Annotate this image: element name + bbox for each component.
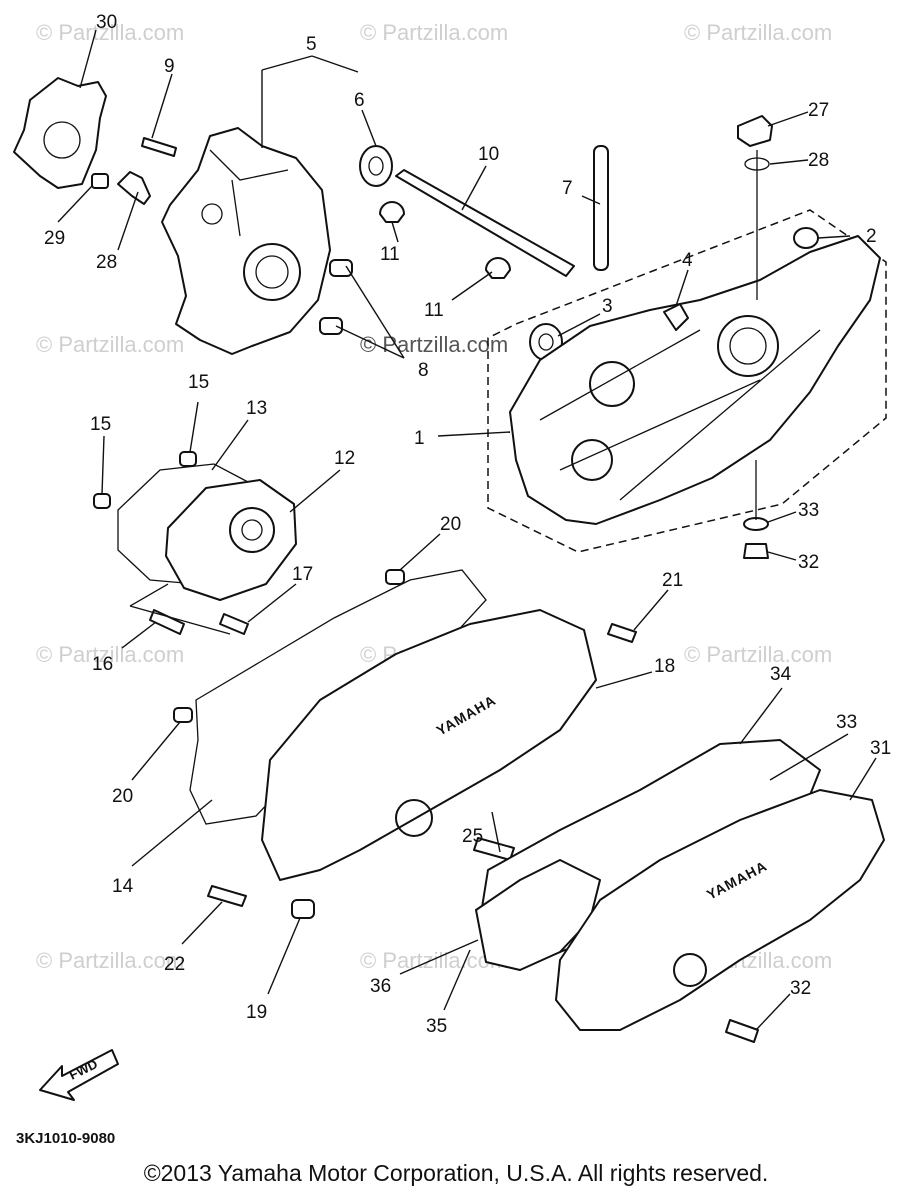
part-9-bolt [141,137,177,157]
part-18-crankcase-cover [261,609,597,881]
callout-8: 8 [418,360,429,381]
callout-6: 6 [354,90,365,111]
watermark: © Partzilla.com [684,642,832,667]
callout-labels: 30 9 5 6 10 7 11 11 8 1 2 4 3 27 28 33 3… [44,12,891,1037]
part-30-hole [43,121,81,159]
part-16-17-bracket-lines [129,583,231,635]
callout-9: 9 [164,56,175,77]
callout-11: 11 [424,300,444,321]
part-5-ribs [209,149,289,237]
callout-11: 11 [380,244,400,265]
watermark: © Partzilla.com [360,20,508,45]
part-1-lower-bore [571,439,613,481]
part-31-bore [673,953,707,987]
watermark: © Partzilla.com [36,948,184,973]
callout-20: 20 [112,786,133,807]
part-6-bearing [359,145,393,187]
part-20-dowel [173,707,193,723]
callout-35: 35 [426,1016,447,1037]
part-19-dowel [291,899,315,919]
callout-21: 21 [662,570,683,591]
callout-3: 3 [602,296,613,317]
callout-20: 20 [440,514,461,535]
callout-29: 29 [44,228,65,249]
part-10-shaft [395,169,575,277]
part-1-bore [589,361,635,407]
callout-28: 28 [96,252,117,273]
part-32-bolt [725,1019,759,1043]
callout-13: 13 [246,398,267,419]
callout-5: 5 [306,34,317,55]
part-24-filler-plug [737,115,773,147]
part-2-collar [793,227,819,249]
part-15-dowel [179,451,197,467]
part-11-clip [485,257,511,279]
part-5-bearing-bore [243,243,301,301]
callout-30: 30 [96,12,117,33]
part-5-bore-inner [255,255,289,289]
callout-10: 10 [478,144,499,165]
callout-23: 25 [462,826,483,847]
watermark-center: © Partzilla.com [360,332,508,357]
part-1-right-crankcase [509,235,881,525]
callout-15: 15 [90,414,111,435]
callout-31: 31 [870,738,891,759]
part-20-dowel [385,569,405,585]
leader-lines [57,29,877,1031]
callout-7: 7 [562,178,573,199]
copyright-notice: ©2013 Yamaha Motor Corporation, U.S.A. A… [143,1160,769,1186]
callout-26: 32 [798,552,819,573]
part-11-clip [379,201,405,223]
part-17-bolt [219,613,249,635]
part-1-dashed-group [487,209,887,553]
diagram-part-number: 3KJ1010-9080 [16,1130,116,1147]
part-7-tube [593,145,609,271]
part-8-dowel [329,259,353,277]
callout-1: 1 [414,428,425,449]
part-18-bore [395,799,433,837]
part-12-bore-inner [241,519,263,541]
part-16-bolt [149,609,185,635]
callout-17: 17 [292,564,313,585]
callout-24: 27 [808,100,829,121]
part-8-dowel [319,317,343,335]
part-5-hole [201,203,223,225]
part-26-drain-bolt [743,543,769,559]
callout-36: 36 [370,976,391,997]
part-4-bolt [663,303,689,331]
callout-27: 33 [798,500,819,521]
callout-2: 2 [866,226,877,247]
callout-19: 19 [246,1002,267,1023]
part-22-bolt [207,885,247,907]
callout-15: 15 [188,372,209,393]
part-30-plate [13,77,107,189]
part-12-bore [229,507,275,553]
callout-12: 12 [334,448,355,469]
watermark: © Partzilla.com [36,332,184,357]
part-29-bolt [91,173,109,189]
part-31-outer-cover [555,789,885,1031]
callout-34: 34 [770,664,792,685]
watermark: © Partzilla.com [36,642,184,667]
callout-22: 22 [164,954,185,975]
part-28-bracket [117,171,151,205]
part-1-ribs [539,329,821,501]
callout-25: 28 [808,150,829,171]
part-1-large-bore [717,315,779,377]
watermark: © Partzilla.com [36,20,184,45]
callout-18: 18 [654,656,675,677]
part-5-left-crankcase [161,127,331,355]
fwd-arrow-icon: FWD [39,1049,119,1101]
part-1-large-bore-inner [729,327,767,365]
part-12-pump-cover [165,479,297,601]
callout-14: 14 [112,876,134,897]
callout-33: 33 [836,712,857,733]
callout-32: 32 [790,978,811,999]
part-15-dowel [93,493,111,509]
callout-4: 4 [682,250,693,271]
callout-16: 16 [92,654,113,675]
watermark: © Partzilla.com [684,20,832,45]
part-21-bolt [607,623,637,643]
